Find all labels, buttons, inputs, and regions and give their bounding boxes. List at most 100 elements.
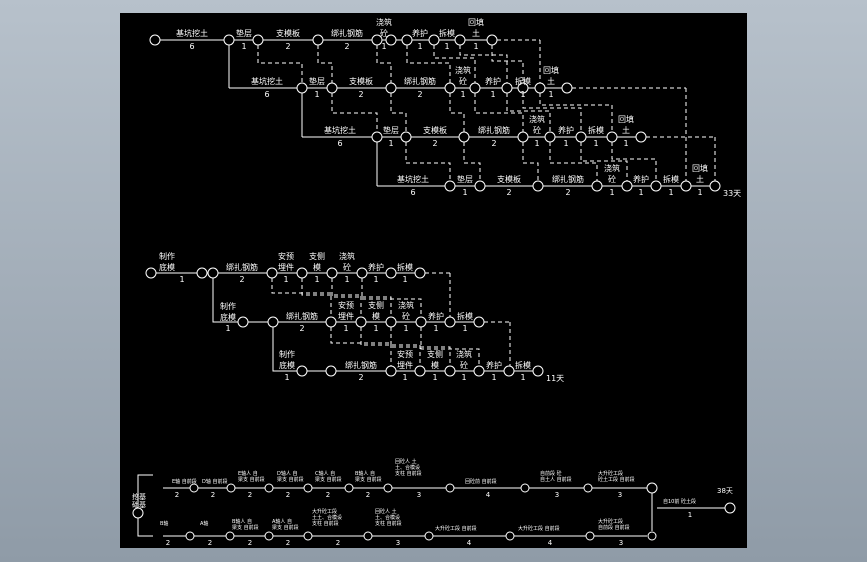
activity-label: 砼 bbox=[608, 174, 616, 184]
duration-label: 1 bbox=[314, 90, 319, 99]
activity-label: A轴人 自梁支 自前段 bbox=[272, 518, 299, 531]
edge bbox=[317, 45, 333, 83]
activity-label: 底模 bbox=[220, 312, 236, 322]
node bbox=[458, 131, 470, 143]
activity-label: 垫层 bbox=[309, 76, 325, 86]
activity-label: 模 bbox=[313, 262, 321, 272]
node bbox=[647, 531, 657, 541]
activity-label: A轴 bbox=[200, 520, 208, 527]
activity-label: 大升砼工段 自前段 bbox=[435, 525, 477, 532]
duration-label: 2 bbox=[248, 491, 252, 499]
activity-label: 土 bbox=[696, 174, 704, 184]
duration-label: 2 bbox=[506, 188, 511, 197]
activity-label: 支侧 bbox=[368, 300, 384, 310]
edge bbox=[522, 93, 582, 132]
node bbox=[486, 34, 498, 46]
edge bbox=[463, 142, 481, 181]
activity-label: 支模板 bbox=[497, 174, 521, 184]
node bbox=[444, 316, 456, 328]
duration-label: 1 bbox=[609, 188, 614, 197]
duration-label: 1 bbox=[668, 188, 673, 197]
activity-label: 回砼人 土土、合模设支柱 自前段 bbox=[375, 508, 402, 527]
duration-label: 1 bbox=[225, 324, 230, 333]
duration-label: 2 bbox=[208, 539, 212, 547]
node bbox=[520, 483, 530, 493]
activity-label: 制作 bbox=[220, 301, 236, 311]
activity-label: 回砼前 自前段 bbox=[465, 478, 497, 485]
total-duration: 33天 bbox=[723, 189, 741, 198]
duration-label: 1 bbox=[403, 324, 408, 333]
activity-label: 底模 bbox=[159, 262, 175, 272]
nodes bbox=[145, 267, 544, 377]
activity-label: 养护 bbox=[368, 262, 384, 272]
node bbox=[724, 502, 736, 514]
nodes bbox=[132, 482, 736, 541]
node bbox=[591, 180, 603, 192]
node bbox=[544, 131, 556, 143]
duration-label: 1 bbox=[697, 188, 702, 197]
duration-label: 1 bbox=[343, 324, 348, 333]
duration-label: 1 bbox=[433, 324, 438, 333]
activity-label: B轴人 自梁支 自前段 bbox=[355, 470, 382, 483]
node bbox=[371, 131, 383, 143]
duration-label: 2 bbox=[286, 491, 290, 499]
activity-label: 底模 bbox=[279, 360, 295, 370]
node bbox=[196, 267, 208, 279]
activity-label: 养护 bbox=[485, 76, 501, 86]
node bbox=[356, 267, 368, 279]
edge bbox=[611, 142, 657, 181]
start-label: 挖基 bbox=[132, 492, 146, 501]
duration-label: 1 bbox=[402, 373, 407, 382]
network-diagrams: 基坑挖土 6 垫层 1 支模板 2 绑扎钢筋 2 浇筑 砼 1 养护 1 拆模 … bbox=[132, 17, 741, 547]
edge bbox=[420, 327, 480, 366]
node bbox=[264, 531, 274, 541]
activity-label: 绑扎钢筋 bbox=[331, 28, 363, 38]
duration-label: 1 bbox=[241, 42, 246, 51]
activity-label: 大升砼工段土土、合模设支柱 自前段 bbox=[312, 508, 342, 527]
dependency-dashes bbox=[257, 45, 657, 181]
activity-label: 绑扎钢筋 bbox=[478, 125, 510, 135]
node bbox=[226, 483, 236, 493]
activity-label: B轴 bbox=[160, 520, 168, 527]
node bbox=[473, 365, 485, 377]
activity-label: 安预 bbox=[278, 251, 294, 261]
activity-label: C轴人 自梁支 自前段 bbox=[315, 470, 342, 483]
edge bbox=[331, 93, 378, 132]
node bbox=[264, 483, 274, 493]
duration-label: 1 bbox=[388, 139, 393, 148]
node bbox=[225, 531, 235, 541]
node bbox=[532, 365, 544, 377]
node bbox=[646, 482, 658, 494]
activity-label: E轴 自前段 bbox=[172, 478, 197, 485]
activity-label: 回填 bbox=[618, 114, 634, 124]
duration-label: 1 bbox=[284, 373, 289, 382]
node bbox=[401, 34, 413, 46]
edge bbox=[360, 327, 421, 366]
activity-label: D轴人 自梁支 自前段 bbox=[277, 470, 304, 483]
activity-label: 回填 bbox=[692, 163, 708, 173]
duration-labels: 2 2 2 2 2 2 3 4 3 3 1 2 2 2 2 2 3 4 4 3 bbox=[166, 491, 692, 547]
node bbox=[363, 531, 373, 541]
activity-label: 大升砼工段自前段 自前段 bbox=[598, 518, 630, 531]
duration-label: 2 bbox=[286, 539, 290, 547]
activity-label: 砼 bbox=[343, 262, 351, 272]
node bbox=[371, 34, 383, 46]
activity-label: 基坑挖土 bbox=[324, 125, 356, 135]
duration-label: 1 bbox=[373, 324, 378, 333]
edge bbox=[406, 45, 451, 83]
activity-label: D轴 自前段 bbox=[202, 478, 227, 485]
duration-label: 1 bbox=[688, 511, 692, 519]
activity-label: 制作 bbox=[159, 251, 175, 261]
activity-label: 安预 bbox=[397, 349, 413, 359]
node bbox=[454, 34, 466, 46]
activity-label: 养护 bbox=[633, 174, 649, 184]
node bbox=[444, 365, 456, 377]
edge bbox=[433, 45, 476, 83]
duration-label: 1 bbox=[593, 139, 598, 148]
node bbox=[534, 82, 546, 94]
duration-label: 1 bbox=[460, 90, 465, 99]
node bbox=[606, 131, 618, 143]
duration-label: 1 bbox=[520, 373, 525, 382]
node bbox=[583, 483, 593, 493]
activity-label: 拆模 bbox=[439, 28, 455, 38]
